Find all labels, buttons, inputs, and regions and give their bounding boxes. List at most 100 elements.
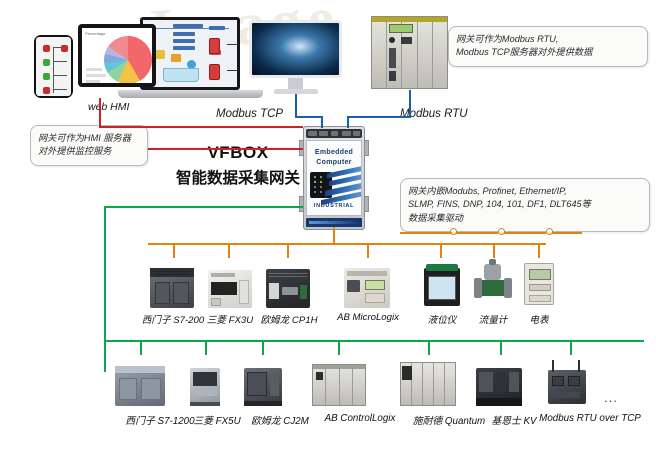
gateway-label-embedded: Embedded: [314, 149, 354, 156]
controllogix-top-bar: [313, 365, 365, 369]
label-web-hmi: web HMI: [88, 101, 130, 113]
row2-more-indicator: ...: [604, 390, 618, 405]
link-blue-imac-down: [321, 116, 323, 128]
callout-driver-line1: 网关内嵌Modubs, Profinet, Ethernet/IP,: [408, 186, 567, 196]
device-label-micrologix: AB MicroLogix: [337, 312, 399, 323]
gateway-front-panel: Embedded Computer INDUSTRIAL: [306, 140, 362, 216]
link-red-vert-laptop: [99, 98, 101, 127]
link-orange-gateway-down: [333, 227, 335, 244]
gateway-top-io-strip: [306, 129, 362, 138]
tablet-screen-content: Percentage: [82, 28, 152, 83]
link-green-left-spine: [104, 206, 106, 372]
device-label-controllogix: AB ControlLogix: [324, 413, 396, 424]
drop-orange-4: [367, 243, 369, 258]
phone-screen-content: [36, 37, 71, 96]
drop-orange-1: [173, 243, 175, 258]
drop-green-7: [570, 340, 572, 355]
phone-device: [34, 35, 73, 98]
callout-hmi-server: 网关可作为HMI 服务器 对外提供监控服务: [30, 125, 148, 166]
drop-orange-6: [493, 243, 495, 258]
label-modbus-rtu: Modbus RTU: [400, 108, 468, 120]
bus-orange-tail-1: [400, 232, 452, 234]
device-label-level-meter: 液位仪: [427, 315, 457, 326]
imac-foot: [274, 89, 318, 94]
tablet-device: Percentage: [78, 24, 156, 87]
device-label-keyence-kv: 基恩士 KV: [491, 416, 537, 427]
rack-dip-switch: [401, 37, 412, 44]
device-label-s71200: 西门子 S7-1200: [125, 416, 195, 427]
device-label-serial-server: Modbus RTU over TCP: [539, 413, 641, 424]
drop-orange-5: [440, 243, 442, 258]
scada-screen-content: [143, 20, 237, 87]
gateway-ear-right-bottom: [364, 196, 369, 212]
link-blue-imac-horiz: [295, 116, 322, 118]
device-icon-micrologix: [344, 268, 390, 308]
quantum-module-face: [402, 366, 412, 380]
drop-green-1: [140, 340, 142, 355]
drop-orange-3: [287, 243, 289, 258]
device-icon-cp1h: [266, 269, 310, 308]
gateway-ear-left-bottom: [299, 196, 304, 212]
gateway-brand-label: INDUSTRIAL: [313, 203, 355, 209]
device-icon-controllogix: [312, 364, 366, 406]
device-label-electric-meter: 电表: [529, 315, 549, 326]
callout-driver-line2: SLMP, FINS, DNP, 104, 101, DF1, DLT645等: [408, 199, 591, 210]
bus-orange-row1: [148, 243, 546, 245]
callout-modbus-server: 网关可作为Modbus RTU, Modbus TCP服务器对外提供数据: [448, 26, 648, 67]
device-label-fx5u: 三菱 FX5U: [193, 416, 241, 427]
link-blue-rack-vert: [409, 90, 411, 116]
imac-screen: [249, 20, 342, 78]
device-icon-fx5u: [190, 368, 220, 406]
device-icon-quantum: [400, 362, 456, 406]
link-red-hmi-callout: [148, 148, 303, 150]
rack-display: [389, 24, 413, 33]
device-label-fx3u: 三菱 FX3U: [206, 315, 254, 326]
rack-top-bar: [372, 17, 447, 22]
device-icon-electric-meter: [524, 263, 554, 305]
bus-node-b: [498, 228, 505, 235]
link-blue-rack-horiz: [347, 116, 411, 118]
drop-green-5: [428, 340, 430, 355]
callout-embedded-drivers: 网关内嵌Modubs, Profinet, Ethernet/IP, SLMP,…: [400, 178, 650, 233]
bus-orange-tail-4: [552, 232, 582, 234]
laptop-base: [118, 90, 263, 98]
callout-hmi-line1: 网关可作为HMI 服务器: [38, 133, 131, 143]
gateway-bottom-bar: [306, 218, 362, 227]
bus-orange-tail-3: [504, 232, 546, 234]
device-icon-keyence-kv: [476, 368, 522, 406]
link-blue-imac-vert: [295, 94, 297, 116]
link-blue-rack-down: [347, 116, 349, 128]
drop-green-2: [205, 340, 207, 355]
device-icon-s71200: [115, 366, 165, 406]
callout-hmi-line2: 对外提供监控服务: [38, 146, 112, 157]
rack-connector: [389, 37, 395, 43]
device-icon-fx3u: [208, 270, 252, 308]
drop-green-4: [338, 340, 340, 355]
laptop-screen: [140, 17, 240, 90]
label-modbus-tcp: Modbus TCP: [216, 108, 284, 120]
device-label-s7200: 西门子 S7-200: [141, 315, 205, 326]
bus-green-row2: [104, 340, 644, 342]
drop-orange-2: [228, 243, 230, 258]
device-label-quantum: 施耐德 Quantum: [412, 416, 486, 427]
callout-modbus-line2: Modbus TCP服务器对外提供数据: [456, 47, 593, 58]
device-label-cp1h: 欧姆龙 CP1H: [260, 315, 318, 326]
device-label-cj2m: 欧姆龙 CJ2M: [251, 416, 309, 427]
rack-port-b: [389, 71, 396, 81]
bus-node-c: [546, 228, 553, 235]
bus-node-a: [450, 228, 457, 235]
device-icon-level-meter: [424, 264, 460, 306]
callout-modbus-line1: 网关可作为Modbus RTU,: [456, 34, 559, 44]
gateway-label-computer: Computer: [316, 159, 352, 166]
device-label-flow-meter: 流量计: [478, 315, 508, 326]
imac-neck: [288, 78, 303, 90]
device-icon-cj2m: [244, 368, 282, 406]
product-title-main: VFBOX: [207, 143, 269, 162]
product-title-sub: 智能数据采集网关: [175, 170, 300, 187]
controllogix-cpu-led: [316, 372, 323, 380]
product-title: VFBOX 智能数据采集网关: [168, 143, 308, 188]
drop-green-6: [500, 340, 502, 355]
bus-orange-tail-2: [456, 232, 498, 234]
link-green-gateway-left: [104, 206, 303, 208]
